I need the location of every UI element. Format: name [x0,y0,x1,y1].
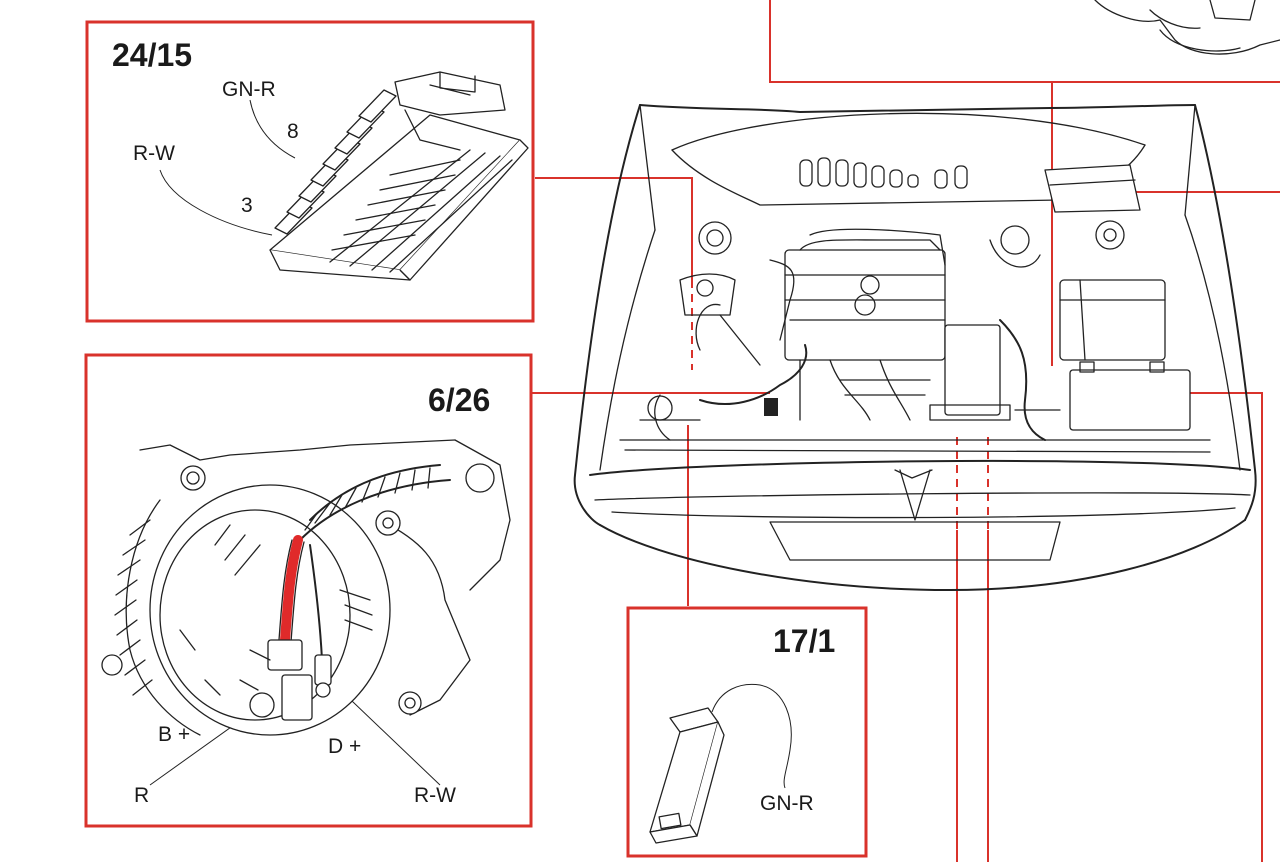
inset-17-1-ref: 17/1 [773,623,835,659]
inset-24-15: 24/15 GN-R 8 R-W 3 [85,20,535,323]
terminal-d-plus-label: D + [328,735,361,758]
car-engine-bay-drawing [573,104,1257,591]
leader-lines [532,0,1280,862]
alternator-drawing [101,439,511,786]
inset-6-26-frame [84,353,533,828]
pin-8-label: 8 [287,120,299,143]
inset-17-1: 17/1 GN-R [626,606,868,858]
inset-6-26-ref: 6/26 [428,382,490,418]
inset-17-1-frame [626,606,868,858]
wire-color-r-w-label: R-W [133,142,175,165]
single-pin-connector-drawing [649,683,792,844]
inset-24-15-ref: 24/15 [112,37,192,73]
inset-24-15-frame [85,20,535,323]
top-right-component-drawing [1094,0,1280,55]
multi-pin-connector-drawing [159,71,529,281]
inset-6-26: 6/26 B + D + R R-W [84,353,533,828]
terminal-b-plus-label: B + [158,723,190,746]
wire-color-r-label: R [134,784,149,807]
wire-color-gn-r-17-1-label: GN-R [760,792,814,815]
wire-color-r-w-alt-label: R-W [414,784,456,807]
pin-3-label: 3 [241,194,253,217]
wire-color-gn-r-label: GN-R [222,78,276,101]
